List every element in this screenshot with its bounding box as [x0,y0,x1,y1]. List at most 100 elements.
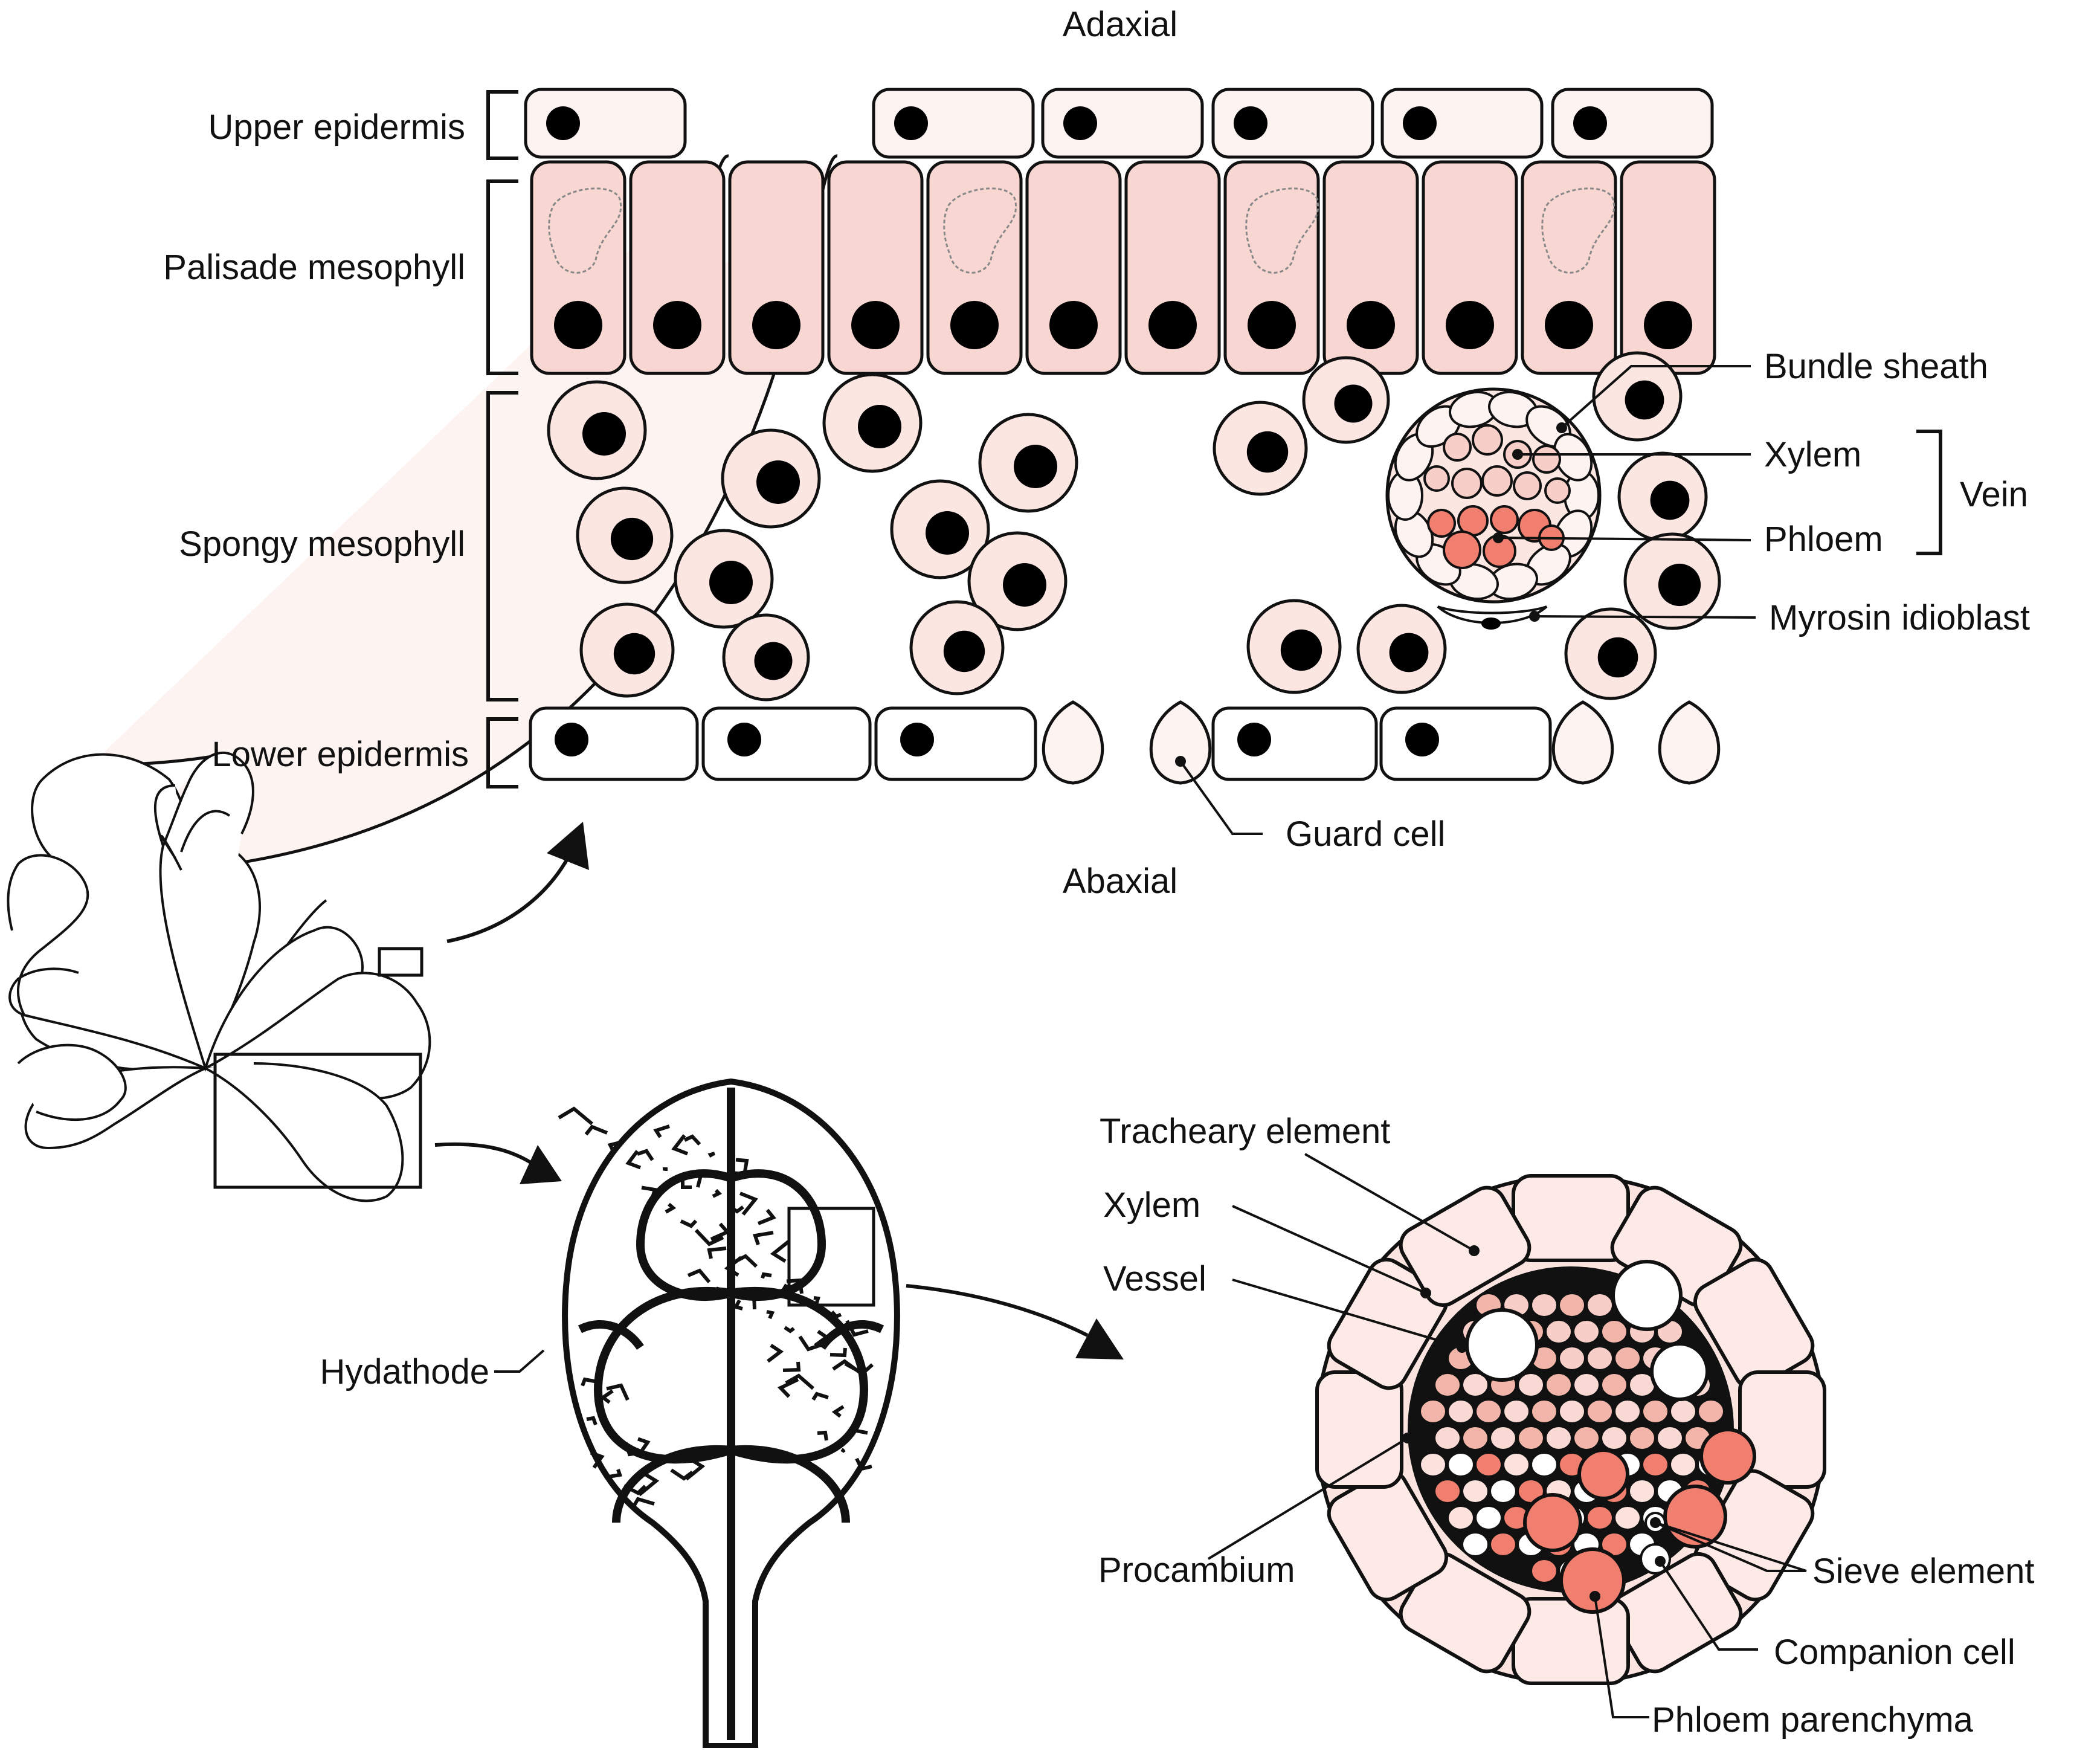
tertiary-vein [784,1326,795,1333]
bundle-cell [1641,1451,1670,1478]
label-hydathode: Hydathode [320,1352,489,1391]
tertiary-vein [687,1268,711,1283]
bundle-cell [1669,1398,1698,1425]
bundle-cell [1557,1398,1586,1425]
tertiary-vein [845,1320,869,1337]
bundle-cell [1696,1398,1725,1425]
label-vein: Vein [1960,475,2028,514]
xylem-cell [1532,445,1561,474]
tertiary-vein [663,1167,668,1171]
tertiary-vein [606,1383,630,1401]
xylem-cell [1451,468,1483,499]
nucleus [851,301,900,349]
hydathode-leader [494,1349,545,1373]
lower-epidermis-cell [874,706,1037,781]
tertiary-vein [558,1106,593,1126]
nucleus [1446,301,1494,349]
nucleus [1597,637,1638,678]
tertiary-vein [855,1457,872,1471]
nucleus [1014,445,1057,488]
secondary-vein [730,1445,850,1523]
xylem-cell [1443,433,1472,462]
tertiary-vein [653,1124,670,1138]
label-upper-epidermis: Upper epidermis [208,108,465,147]
tertiary-vein [733,1299,743,1311]
tertiary-vein [641,1185,657,1204]
label-palisade-mesophyll: Palisade mesophyll [163,248,465,287]
tertiary-vein [625,1150,642,1170]
phloem-cell [1490,505,1519,534]
label-bundle-sheath: Bundle sheath [1764,347,1988,386]
bundle-cell [1613,1398,1642,1425]
vascular-bundle-detail [1315,1174,1826,1685]
tertiary-vein [707,1152,715,1158]
leader-lines-bottom [1207,1153,1807,1718]
label-tracheary-element: Tracheary element [1100,1112,1390,1151]
tertiary-vein [767,1343,784,1363]
nucleus [554,301,602,349]
tertiary-vein [777,1378,799,1398]
nucleus [1237,723,1271,756]
tertiary-vein [782,1361,801,1372]
phloem-parenchyma-cell [1523,1493,1582,1552]
nucleus [1625,380,1664,420]
nucleus [858,405,901,448]
leaf-venation-icon [558,1078,900,1749]
tertiary-vein [638,1471,660,1497]
bundle-cell [1628,1478,1657,1504]
nucleus [1063,106,1097,140]
bundle-cell [1474,1398,1503,1425]
bundle-cell [1516,1372,1545,1398]
tertiary-vein [680,1219,698,1228]
nucleus [756,460,800,504]
upper-epidermis-cell [1041,88,1204,159]
tertiary-vein [727,1204,744,1214]
tertiary-vein [832,1359,862,1375]
tertiary-vein [811,1391,829,1401]
chloroplast-outline [1245,187,1319,274]
upper-epidermis-cell [524,88,687,159]
secondary-vein [612,1445,732,1523]
nucleus [1280,629,1322,671]
bundle-cell [1600,1318,1629,1345]
nucleus [555,723,588,756]
upper-epidermis-cell [872,88,1035,159]
label-guard-cell: Guard cell [1286,814,1445,854]
bundle-cell [1600,1372,1629,1398]
bundle-cell [1655,1425,1684,1451]
bundle-cell [1572,1372,1601,1398]
xylem-cell [1481,465,1513,497]
label-vessel: Vessel [1103,1259,1206,1298]
label-sieve-element: Sieve element [1812,1552,2035,1591]
bundle-cell [1585,1504,1614,1531]
tertiary-vein [734,1254,758,1268]
bundle-cell [1489,1478,1518,1504]
tertiary-vein [590,1451,605,1469]
bundle-cell [1600,1425,1629,1451]
tertiary-vein [735,1158,749,1172]
layer-brackets [486,90,1942,788]
label-lower-epidermis: Lower epidermis [211,735,469,774]
bundle-cell [1474,1504,1503,1531]
bundle-cell [1474,1451,1503,1478]
tertiary-vein [831,1405,845,1418]
bundle-cell [1530,1451,1559,1478]
bundle-cell [1544,1425,1573,1451]
vessel-cell [1611,1260,1683,1331]
nucleus [894,106,928,140]
nucleus [1234,106,1267,140]
rosette-zoom-box-large [213,1053,422,1189]
guard-cell [1149,700,1212,785]
tertiary-vein [623,1484,647,1495]
tertiary-vein [624,1442,642,1457]
guard-cell [1042,700,1104,785]
bundle-cell [1433,1425,1462,1451]
bundle-cell [1446,1398,1475,1425]
nucleus [613,633,655,675]
tertiary-vein [712,1188,723,1198]
bundle-cell [1461,1478,1490,1504]
tertiary-vein [671,1134,689,1156]
myrosin-idioblast [1437,605,1548,624]
tertiary-vein [631,1497,655,1509]
